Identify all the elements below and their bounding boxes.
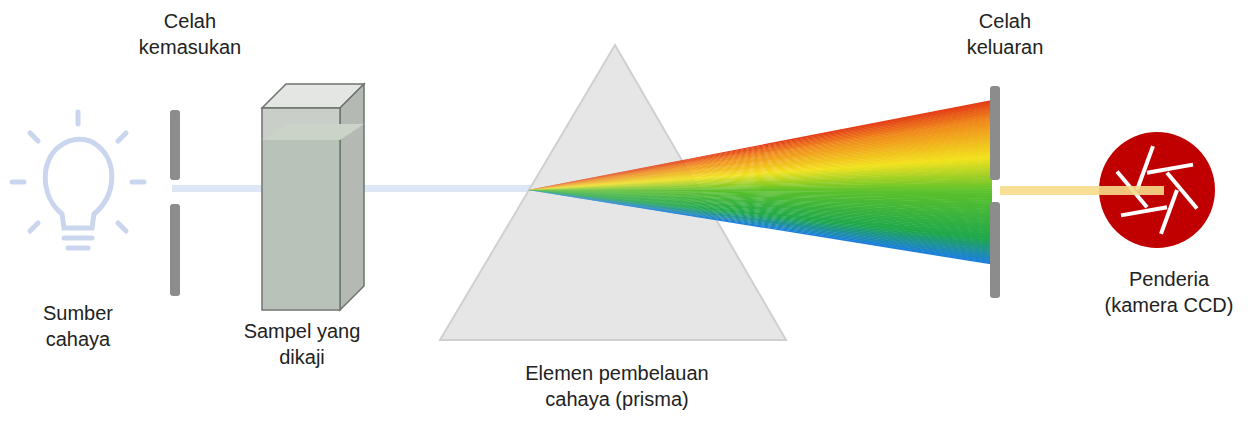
spectrum-strip xyxy=(528,190,992,265)
spectrum-strip xyxy=(528,174,992,190)
spectrum-strip xyxy=(528,118,992,190)
spectrum-strip xyxy=(528,102,992,190)
selected-beam xyxy=(1000,186,1164,195)
spectrum-strip xyxy=(528,108,992,190)
spectrum-strip xyxy=(528,147,992,190)
spectrum-strip xyxy=(528,100,992,190)
entrance-slit xyxy=(170,110,180,180)
spectrum-strip xyxy=(528,164,992,190)
spectrum-strip xyxy=(528,157,992,190)
spectrum-strip xyxy=(528,162,992,191)
spectrum-strip xyxy=(528,186,992,190)
dispersed-spectrum xyxy=(528,100,992,265)
spectrum-strip xyxy=(528,110,992,190)
spectrum-strip xyxy=(528,139,992,190)
spectrum-strip xyxy=(528,155,992,190)
part-label: Elemen pembelauan cahaya (prisma) xyxy=(507,360,727,412)
shutter-blade xyxy=(1161,190,1177,234)
exit-slit xyxy=(990,202,1000,298)
spectrum-strip xyxy=(528,141,992,190)
spectrum-strip xyxy=(528,133,992,190)
shutter-blade xyxy=(1137,146,1153,190)
spectrum-strip xyxy=(528,127,992,190)
spectrum-strip xyxy=(528,184,992,190)
spectrum-strip xyxy=(528,106,992,190)
spectrum-strip xyxy=(528,153,992,190)
spectrum-strip xyxy=(528,149,992,190)
part-label: Sampel yang dikaji xyxy=(227,318,377,370)
entrance-slit xyxy=(170,204,180,296)
spectrum-strip xyxy=(528,129,992,190)
spectrum-strip xyxy=(528,137,992,190)
spectrum-strip xyxy=(528,112,992,190)
exit-slit xyxy=(990,86,1000,180)
spectrum-strip xyxy=(528,114,992,190)
part-label: Sumber cahaya xyxy=(28,300,128,352)
spectrum-strip xyxy=(528,176,992,190)
spectrum-strip xyxy=(528,170,992,190)
spectrum-strip xyxy=(528,172,992,190)
spectrum-strip xyxy=(528,121,992,191)
spectrum-strip xyxy=(528,182,992,190)
spectrum-strip xyxy=(528,145,992,190)
shutter-blade xyxy=(1121,207,1167,215)
part-label: Celah keluaran xyxy=(955,8,1055,60)
light-bulb xyxy=(12,112,144,248)
spectrum-strip xyxy=(528,180,992,190)
spectrum-strip xyxy=(528,159,992,190)
part-label: Penderia (kamera CCD) xyxy=(1094,266,1244,318)
spectrum-strip xyxy=(528,168,992,190)
sample-cuvette xyxy=(262,84,364,310)
spectrum-strip xyxy=(528,135,992,190)
spectrum-strip xyxy=(528,151,992,190)
spectrum-strip xyxy=(528,131,992,190)
spectrum-strip xyxy=(528,143,992,190)
spectrum-strip xyxy=(528,123,992,190)
shutter-blade xyxy=(1147,165,1193,173)
spectrum-strip xyxy=(528,166,992,190)
spectrum-strip xyxy=(528,178,992,190)
shutter-blade xyxy=(1167,173,1197,209)
spectrum-strip xyxy=(528,104,992,190)
spectrum-strip xyxy=(528,116,992,190)
spectrum-strip xyxy=(528,125,992,190)
part-label: Celah kemasukan xyxy=(130,8,250,60)
